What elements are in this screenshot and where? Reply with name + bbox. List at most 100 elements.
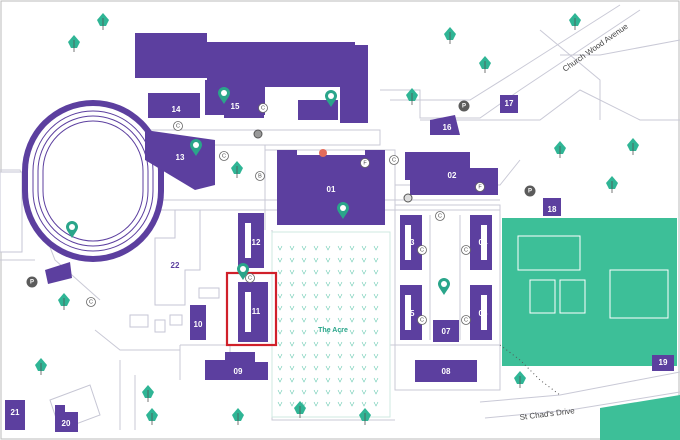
tree-icon	[569, 13, 581, 30]
grass-mark	[277, 329, 283, 335]
grass-mark	[337, 245, 343, 251]
grass-mark	[337, 293, 343, 299]
grass-mark	[325, 353, 331, 359]
grass-mark	[289, 281, 295, 287]
grass-mark	[349, 401, 355, 407]
tree-icon	[554, 141, 566, 158]
grass-mark	[325, 365, 331, 371]
grass-mark	[337, 377, 343, 383]
grass-mark	[373, 317, 379, 323]
map-pin-icon[interactable]	[337, 202, 349, 219]
street-label-church-wood: Church Wood Avenue	[561, 21, 630, 73]
grass-mark	[313, 329, 319, 335]
svg-text:P: P	[462, 104, 466, 110]
building-label-15: 15	[231, 102, 240, 111]
grass-mark	[313, 377, 319, 383]
building-label-04: 04	[479, 238, 488, 247]
grass-mark	[349, 257, 355, 263]
map-pin-icon[interactable]	[66, 221, 78, 238]
tree-icon	[627, 138, 639, 155]
grass-mark	[313, 353, 319, 359]
tree-icon	[35, 358, 47, 375]
grass-mark	[337, 269, 343, 275]
building-label-10: 10	[194, 320, 203, 329]
cafe-icon: C	[219, 151, 229, 161]
grass-mark	[361, 377, 367, 383]
grass-mark	[361, 401, 367, 407]
food-icon: F	[475, 182, 485, 192]
grass-mark	[277, 401, 283, 407]
tree-icon	[232, 408, 244, 425]
grass-mark	[325, 377, 331, 383]
grass-mark	[349, 353, 355, 359]
boundary-line	[499, 344, 561, 396]
grass-mark	[373, 293, 379, 299]
cafe-icon: C	[245, 273, 255, 283]
grass-mark	[325, 305, 331, 311]
grass-mark	[301, 293, 307, 299]
building-labels: 01 02 03 04 05 06 07 08 09 10 11 12 13 1…	[11, 99, 668, 428]
tree-icon	[97, 13, 109, 30]
grass-mark	[361, 389, 367, 395]
grass-mark	[289, 365, 295, 371]
grass-mark	[277, 269, 283, 275]
grass-mark	[277, 365, 283, 371]
grass-mark	[361, 353, 367, 359]
tree-icon	[514, 371, 526, 388]
grass-mark	[373, 257, 379, 263]
grass-mark	[325, 257, 331, 263]
building-20	[55, 405, 78, 432]
building-18	[543, 198, 561, 216]
parking-icons: P P P	[26, 100, 536, 288]
svg-text:C: C	[261, 105, 265, 111]
grass-mark	[277, 305, 283, 311]
grass-mark	[313, 389, 319, 395]
map-pin-icon[interactable]	[325, 90, 337, 107]
grass-mark	[313, 281, 319, 287]
grass-mark	[301, 281, 307, 287]
building-label-03: 03	[406, 238, 415, 247]
svg-text:C: C	[420, 247, 424, 253]
grass-mark	[277, 317, 283, 323]
grass-mark	[349, 305, 355, 311]
svg-text:C: C	[89, 299, 93, 305]
building-label-08: 08	[442, 367, 451, 376]
grass-mark	[325, 269, 331, 275]
grass-mark	[289, 245, 295, 251]
building-label-19: 19	[659, 358, 668, 367]
parking-icon: P	[26, 276, 38, 288]
grass-mark	[301, 257, 307, 263]
grass-mark	[373, 329, 379, 335]
map-pin-icon[interactable]	[190, 139, 202, 156]
grass-mark	[361, 317, 367, 323]
grass-mark	[277, 281, 283, 287]
grass-mark	[373, 365, 379, 371]
grass-mark	[325, 329, 331, 335]
building-07	[433, 320, 459, 342]
running-track	[22, 100, 164, 262]
grass-mark	[361, 269, 367, 275]
building-label-07: 07	[442, 327, 451, 336]
grass-mark	[361, 329, 367, 335]
map-pin-icon[interactable]	[438, 278, 450, 295]
street-label-st-chads: St Chad's Drive	[519, 406, 576, 422]
cafe-icon: C	[86, 297, 96, 307]
grass-mark	[301, 377, 307, 383]
the-acre: The Acre	[271, 231, 391, 418]
svg-text:C: C	[392, 157, 396, 163]
map-pin-icon[interactable]	[237, 263, 249, 280]
svg-text:B: B	[258, 173, 262, 179]
grass-mark	[337, 341, 343, 347]
building-10	[190, 305, 206, 340]
svg-text:C: C	[248, 275, 252, 281]
building-16	[430, 115, 460, 135]
building-21	[5, 400, 25, 430]
grass-mark	[289, 293, 295, 299]
grass-mark	[289, 305, 295, 311]
parking-icon: P	[458, 100, 470, 112]
cafe-icon: C	[173, 121, 183, 131]
map-pin-icon[interactable]	[218, 87, 230, 104]
cafe-icon: C	[435, 211, 445, 221]
grass-mark	[337, 317, 343, 323]
building-11	[238, 282, 268, 342]
